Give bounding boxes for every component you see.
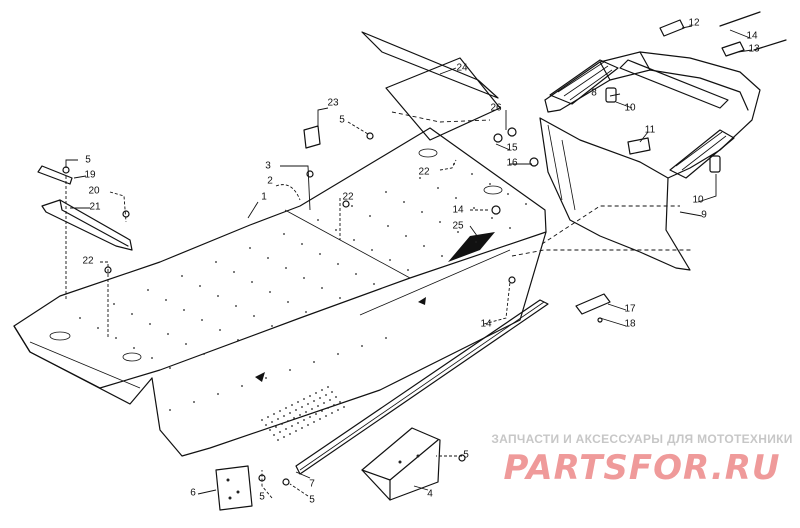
snow-flap-part — [539, 117, 691, 271]
rivet-hole-pattern — [79, 163, 527, 441]
callout-c2: 2 — [267, 176, 273, 187]
watermark-tagline: ЗАПЧАСТИ И АКСЕССУАРЫ ДЛЯ МОТОТЕХНИКИ — [491, 432, 793, 446]
callout-c5b: 5 — [339, 115, 345, 126]
callout-c13: 13 — [748, 44, 760, 55]
callout-c19: 19 — [84, 170, 96, 181]
callout-c10a: 10 — [624, 103, 636, 114]
rear-bumper-part — [544, 51, 761, 179]
callout-c7: 7 — [309, 479, 315, 490]
callout-c20: 20 — [88, 186, 100, 197]
callout-c5c: 5 — [463, 450, 469, 461]
reflector-plate-part — [361, 31, 501, 141]
side-rail-strip-part — [295, 299, 549, 475]
callout-c22b: 22 — [342, 192, 354, 203]
callout-c18: 18 — [624, 319, 636, 330]
callout-c3: 3 — [265, 161, 271, 172]
callout-c5e: 5 — [309, 495, 315, 506]
callout-c16: 16 — [506, 158, 518, 169]
callout-c10b: 10 — [692, 195, 704, 206]
fastener-hardware — [62, 11, 787, 486]
tunnel-body-part — [13, 127, 547, 457]
callout-c17: 17 — [624, 304, 636, 315]
callout-c4: 4 — [427, 489, 433, 500]
callout-c5a: 5 — [85, 155, 91, 166]
callout-c14b: 14 — [452, 205, 464, 216]
callout-c5d: 5 — [259, 492, 265, 503]
callout-c11: 11 — [645, 125, 656, 136]
callout-c9: 9 — [701, 210, 707, 221]
callout-c25: 25 — [452, 221, 464, 232]
watermark-logo: PARTSFOR.RU — [503, 448, 781, 488]
callout-c14c: 14 — [480, 319, 492, 330]
callout-c22a: 22 — [82, 256, 94, 267]
callout-c1: 1 — [261, 192, 267, 203]
callout-c26: 26 — [490, 103, 502, 114]
callout-c15: 15 — [506, 143, 518, 154]
callout-c12: 12 — [688, 18, 700, 29]
callout-c21: 21 — [89, 202, 101, 213]
callout-c14a: 14 — [746, 31, 758, 42]
callout-c24: 24 — [456, 63, 468, 74]
callout-c6: 6 — [190, 488, 196, 499]
callout-c23: 23 — [327, 98, 339, 109]
callout-c8: 8 — [591, 88, 597, 99]
leader-lines — [65, 25, 753, 499]
callout-c22c: 22 — [418, 167, 430, 178]
